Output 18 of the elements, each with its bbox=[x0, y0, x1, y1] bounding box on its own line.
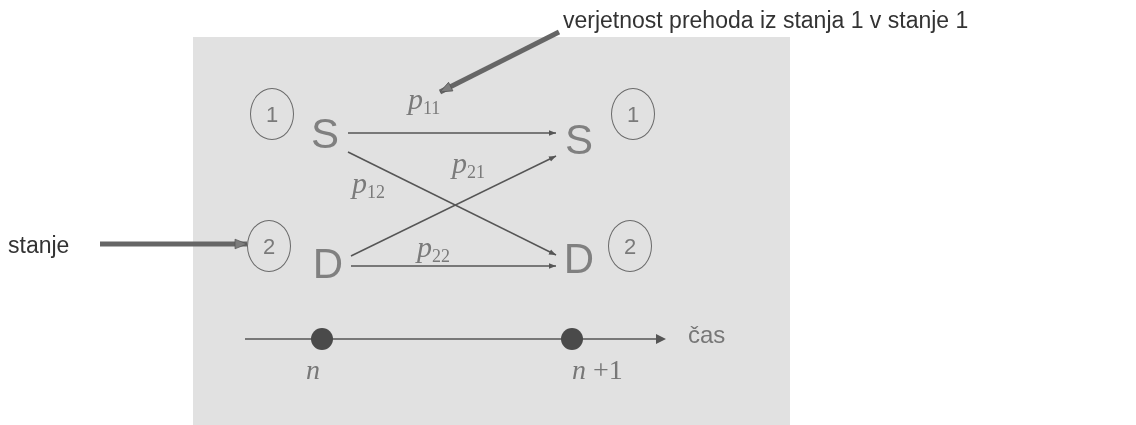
edge-label: p$_{22}$ bbox=[417, 232, 450, 262]
transition-arrow bbox=[347, 130, 557, 136]
edge-label: p$_{21}$ bbox=[452, 148, 485, 178]
time-step-label: n +1 bbox=[572, 356, 623, 384]
transition-arrow bbox=[350, 263, 557, 269]
state-letter: D bbox=[305, 240, 351, 288]
state-letter: S bbox=[556, 116, 602, 164]
edge-label: p$_{11}$ bbox=[408, 84, 441, 114]
diagram-panel bbox=[193, 37, 790, 425]
state-letter: S bbox=[302, 110, 348, 158]
time-step-label: n bbox=[306, 356, 320, 384]
axis-label: čas bbox=[688, 323, 726, 347]
annotation-text: verjetnost prehoda iz stanja 1 v stanje 1 bbox=[563, 4, 1129, 36]
annotation-text: stanje bbox=[8, 230, 100, 260]
leader-arrow bbox=[100, 238, 248, 250]
state-letter: D bbox=[556, 235, 602, 283]
leader-arrow bbox=[438, 29, 561, 95]
edge-label: p$_{12}$ bbox=[352, 168, 385, 198]
